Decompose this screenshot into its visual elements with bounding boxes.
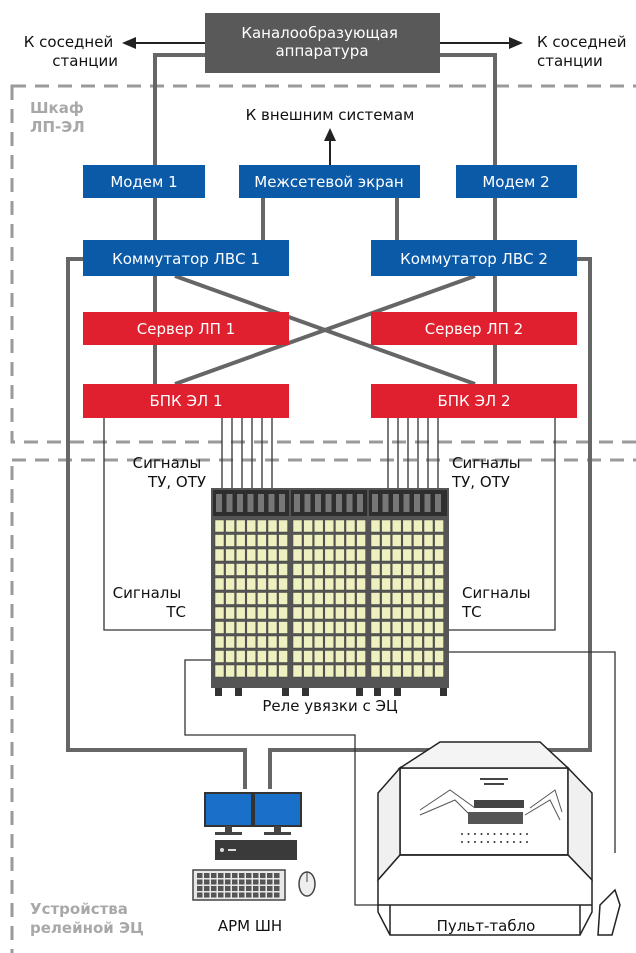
bpk1-label: БПК ЭЛ 1 xyxy=(149,392,222,410)
modem2-box xyxy=(456,165,577,198)
signals-tu-left-label: Сигналы ТУ, ОТУ xyxy=(133,454,206,491)
server2-box xyxy=(371,312,577,345)
switch1-box xyxy=(83,240,289,276)
external-arrow-head xyxy=(324,128,336,141)
bpk1-box xyxy=(83,384,289,418)
bpk2-box xyxy=(371,384,577,418)
right-arrow-head xyxy=(509,37,523,49)
firewall-box xyxy=(239,165,420,198)
monitor-left-icon xyxy=(204,792,253,827)
relay-zone-label: Устройства релейной ЭЦ xyxy=(30,900,144,937)
switch2-label: Коммутатор ЛВС 2 xyxy=(400,250,548,268)
cabinet-zone-label: Шкаф ЛП-ЭЛ xyxy=(30,99,89,136)
server1-box xyxy=(83,312,289,345)
arm-label: АРМ ШН xyxy=(218,917,282,935)
modem2-label: Модем 2 xyxy=(482,173,549,191)
backbone-lines xyxy=(66,53,592,789)
cabinet-zone-border xyxy=(10,84,636,444)
signals-tu-right-label: Сигналы ТУ, ОТУ xyxy=(451,454,525,491)
channel-equipment-label: Каналообразующая аппаратура xyxy=(241,24,402,60)
signal-lines xyxy=(103,418,616,906)
switch1-label: Коммутатор ЛВС 1 xyxy=(112,250,260,268)
relay-rack xyxy=(211,488,449,696)
arm-workstation xyxy=(192,792,316,901)
external-systems-label: К внешним системам xyxy=(246,106,415,124)
neighbor-right-label: К соседней станции xyxy=(537,33,631,70)
firewall-label: Межсетевой экран xyxy=(254,173,403,191)
neighbor-left-label: К соседней станции xyxy=(24,33,118,70)
relay-label: Реле увязки с ЭЦ xyxy=(262,697,398,715)
modem1-label: Модем 1 xyxy=(110,173,177,191)
console-icon xyxy=(377,741,621,936)
signals-ts-left-label: Сигналы ТС xyxy=(113,584,186,621)
signals-ts-right-label: Сигналы ТС xyxy=(461,584,535,621)
relay-zone-border xyxy=(10,458,636,953)
monitor-right-icon xyxy=(253,792,302,827)
left-arrow-head xyxy=(122,37,136,49)
modem1-box xyxy=(83,165,205,198)
switch2-box xyxy=(371,240,577,276)
server2-label: Сервер ЛП 2 xyxy=(425,320,523,338)
bpk2-label: БПК ЭЛ 2 xyxy=(437,392,510,410)
console-label: Пульт-табло xyxy=(437,917,536,935)
server1-label: Сервер ЛП 1 xyxy=(137,320,235,338)
channel-equipment-box xyxy=(205,13,440,73)
system-unit-icon xyxy=(215,840,297,860)
